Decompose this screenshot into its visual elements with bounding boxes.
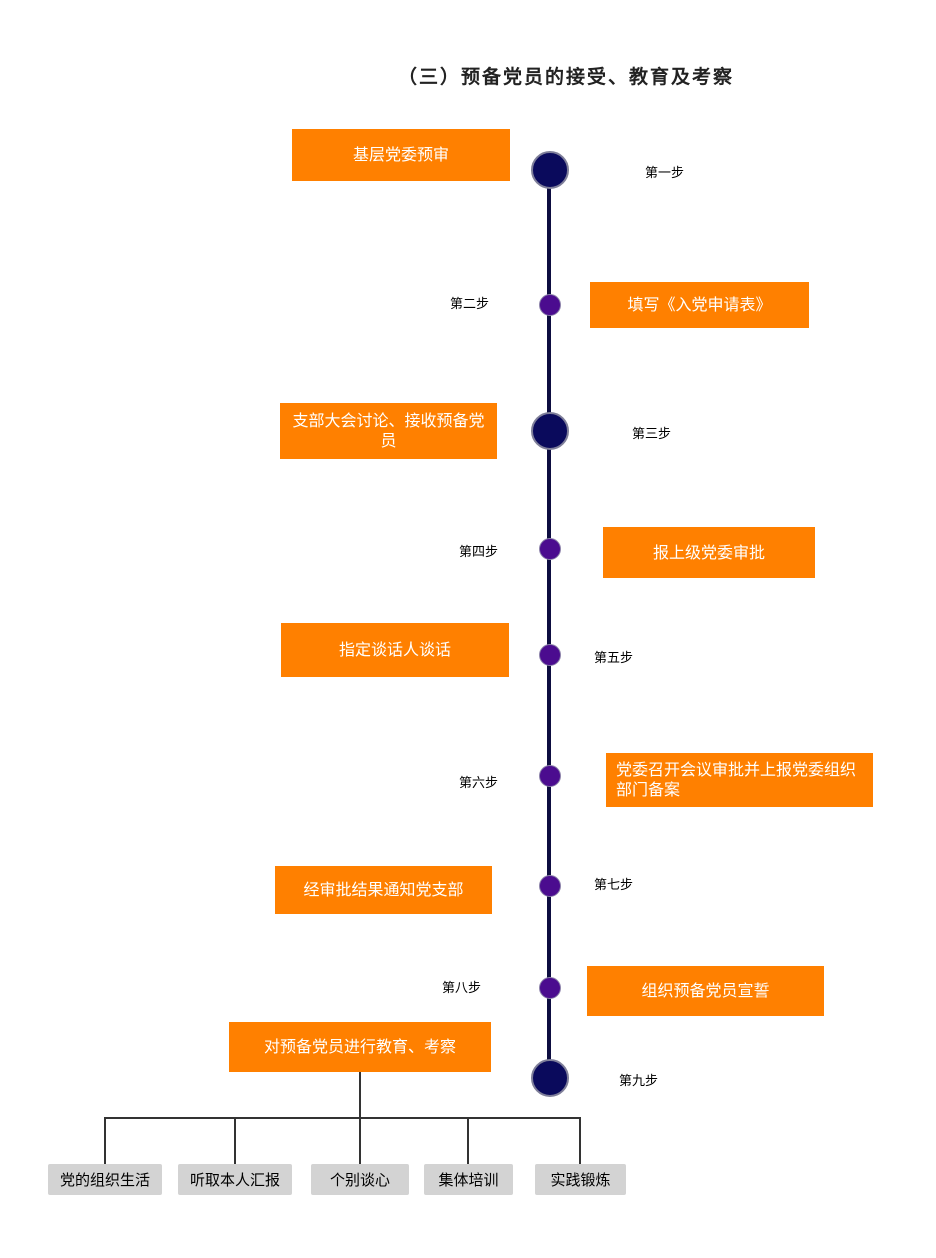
- tree-branch-line-3: [359, 1117, 361, 1164]
- step-9-label: 第九步: [619, 1074, 659, 1089]
- branch-box-1: 党的组织生活: [48, 1164, 162, 1195]
- page-title: （三）预备党员的接受、教育及考察: [398, 66, 735, 88]
- step-1-label: 第一步: [645, 166, 685, 181]
- step-6-label: 第六步: [459, 776, 499, 791]
- step-5-label: 第五步: [594, 651, 634, 666]
- branch-box-5: 实践锻炼: [535, 1164, 626, 1195]
- step-4-node: [539, 538, 561, 560]
- step-2-box: 填写《入党申请表》: [590, 282, 809, 328]
- step-1-node: [531, 151, 569, 189]
- step-9-node: [531, 1059, 569, 1097]
- tree-branch-line-1: [104, 1117, 106, 1164]
- tree-branch-line-5: [579, 1117, 581, 1164]
- branch-box-4: 集体培训: [424, 1164, 513, 1195]
- branch-box-3: 个别谈心: [311, 1164, 409, 1195]
- step-8-label: 第八步: [442, 981, 482, 996]
- timeline-axis: [547, 170, 551, 1078]
- step-5-box: 指定谈话人谈话: [281, 623, 509, 677]
- tree-branch-line-4: [467, 1117, 469, 1164]
- tree-branch-line-2: [234, 1117, 236, 1164]
- step-2-label: 第二步: [450, 297, 490, 312]
- tree-trunk-line: [359, 1072, 361, 1118]
- step-1-box: 基层党委预审: [292, 129, 510, 181]
- branch-box-2: 听取本人汇报: [178, 1164, 292, 1195]
- step-5-node: [539, 644, 561, 666]
- step-2-node: [539, 294, 561, 316]
- tree-bus-line: [104, 1117, 581, 1119]
- step-7-box: 经审批结果通知党支部: [275, 866, 492, 914]
- step-6-box: 党委召开会议审批并上报党委组织部门备案: [606, 753, 873, 807]
- step-4-box: 报上级党委审批: [603, 527, 815, 578]
- step-8-node: [539, 977, 561, 999]
- step-7-label: 第七步: [594, 878, 634, 893]
- step-8-box: 组织预备党员宣誓: [587, 966, 824, 1016]
- step-9-box: 对预备党员进行教育、考察: [229, 1022, 491, 1072]
- step-7-node: [539, 875, 561, 897]
- step-3-label: 第三步: [632, 427, 672, 442]
- step-6-node: [539, 765, 561, 787]
- step-3-node: [531, 412, 569, 450]
- step-4-label: 第四步: [459, 545, 499, 560]
- step-3-box: 支部大会讨论、接收预备党员: [280, 403, 497, 459]
